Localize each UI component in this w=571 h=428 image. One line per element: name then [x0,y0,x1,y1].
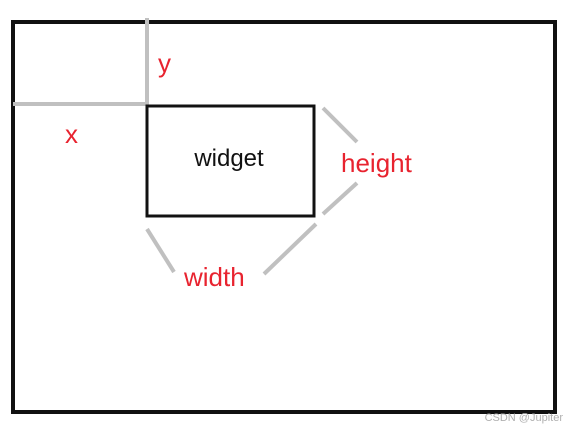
widget-label: widget [193,145,264,172]
height-bracket-bottom [321,181,359,216]
width-bracket-right [262,222,318,276]
y-label: y [158,48,171,78]
height-label: height [341,148,413,178]
widget-box [145,104,316,218]
width-label: width [183,262,245,292]
parent-window-frame [11,20,557,414]
watermark: CSDN @Jupiter [485,412,564,424]
x-label: x [65,119,78,149]
height-bracket-top [321,106,359,144]
width-bracket-left [145,227,176,274]
